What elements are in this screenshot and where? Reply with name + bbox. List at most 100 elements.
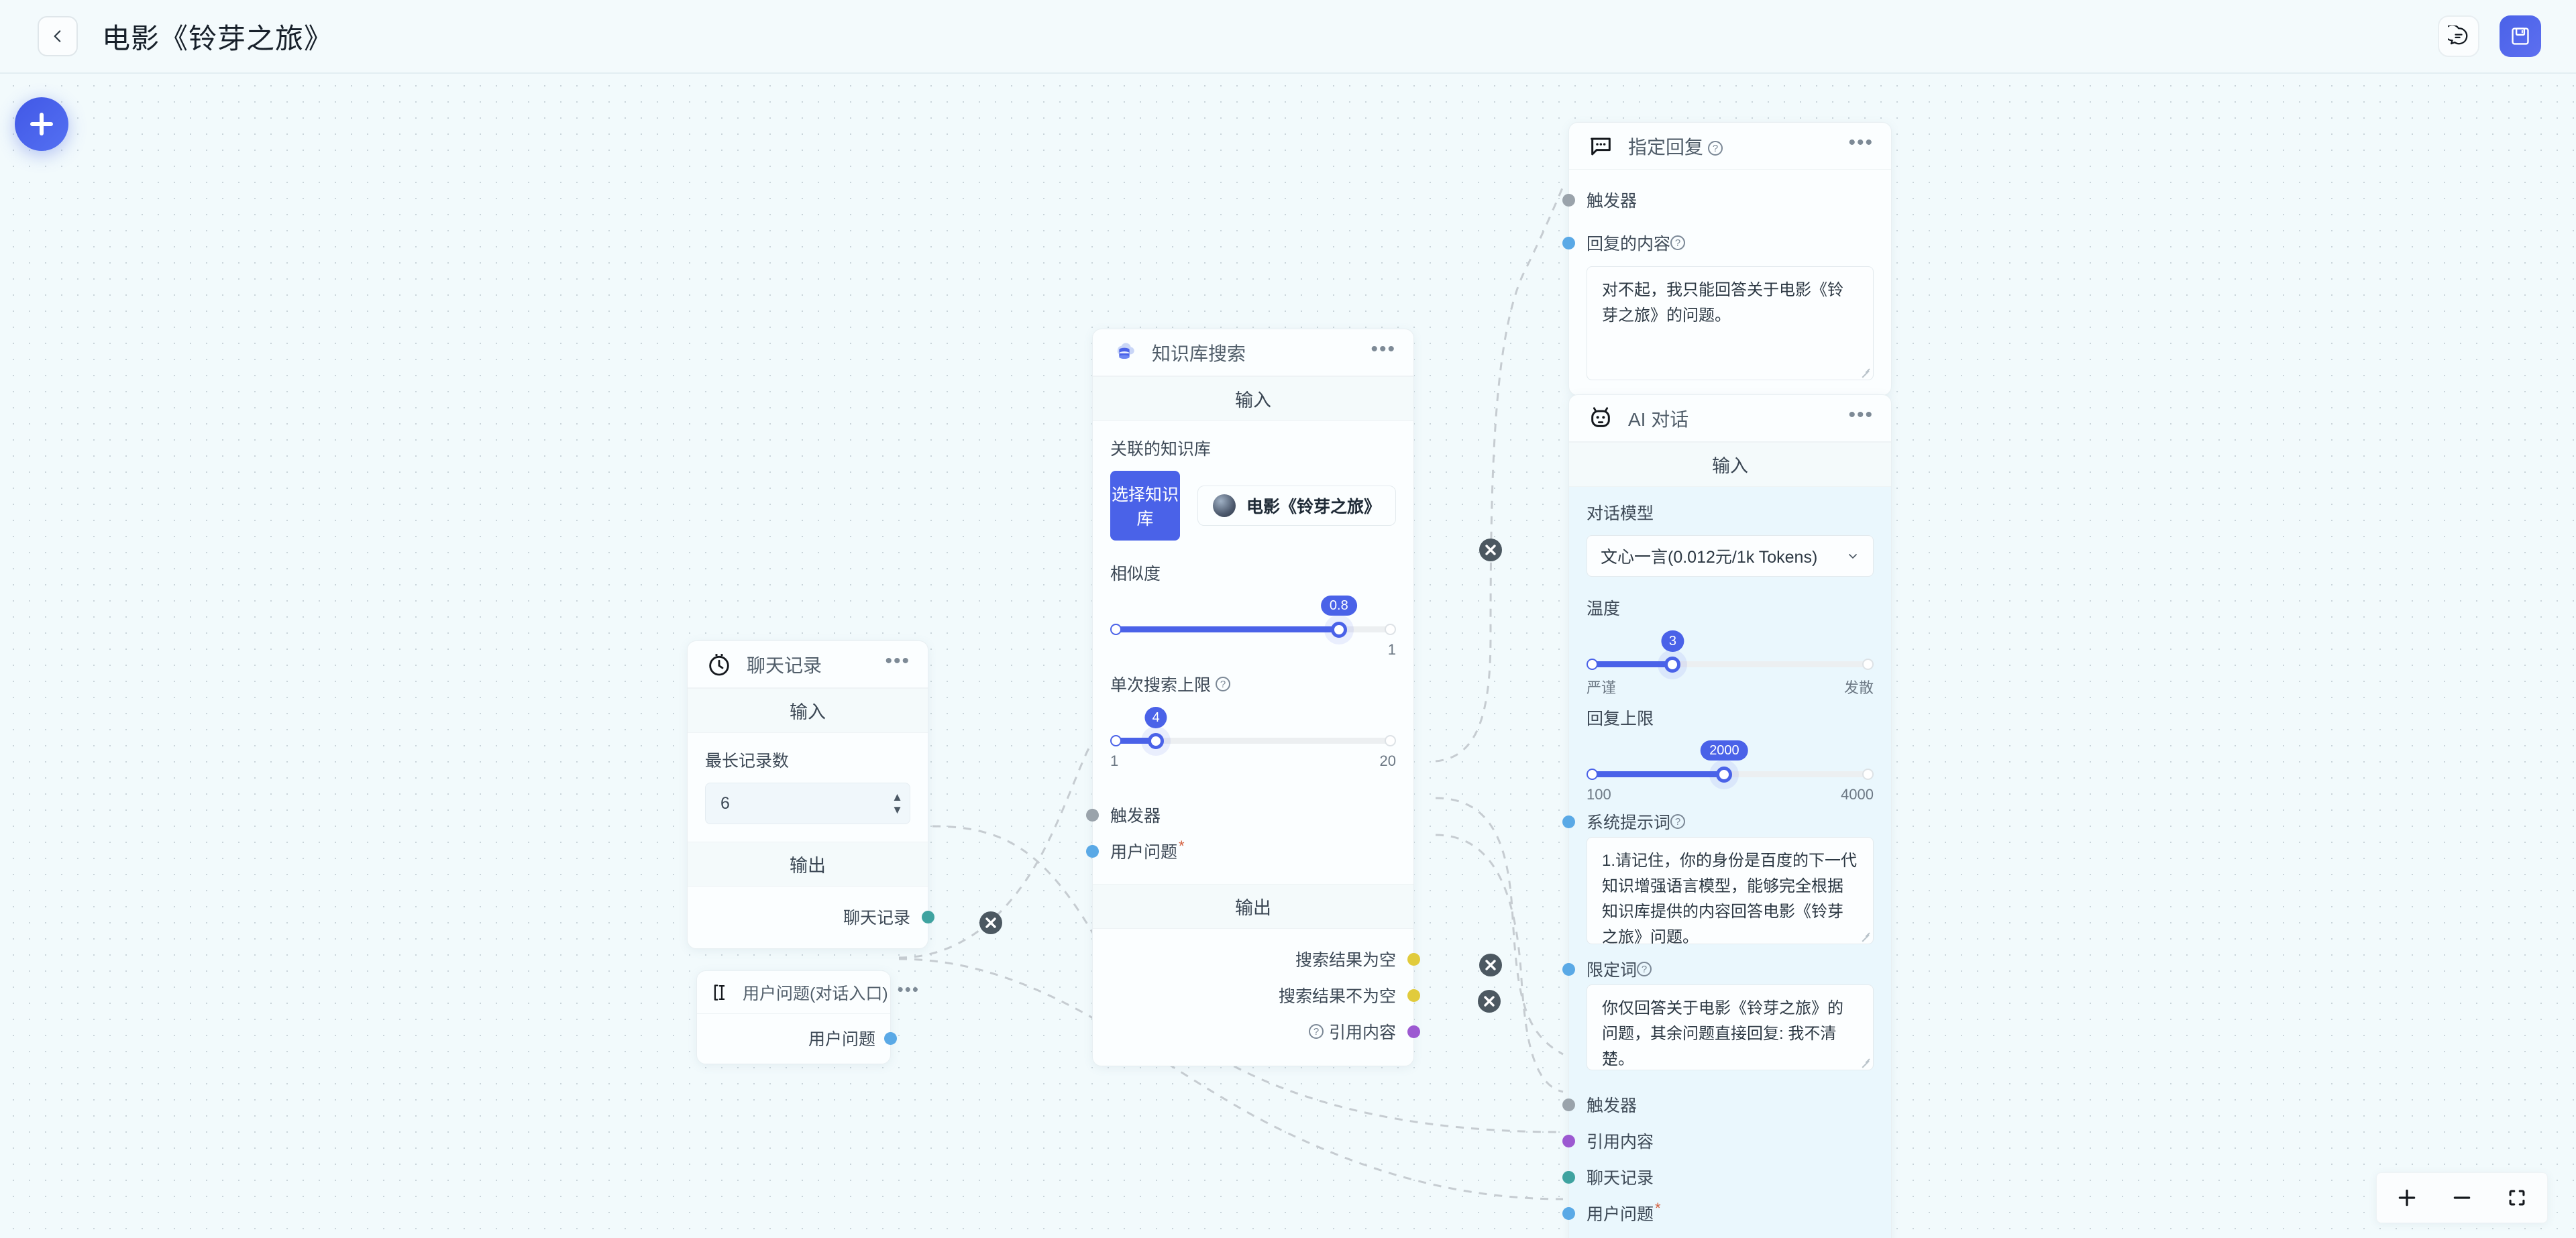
qualifier-textarea[interactable]: 你仅回答关于电影《铃芽之旅》的问题，其余问题直接回复: 我不清楚。 bbox=[1587, 984, 1874, 1070]
kb-search-outputs: 搜索结果为空 搜索结果不为空 ? 引用内容 bbox=[1093, 929, 1420, 1066]
edge-delete-button[interactable] bbox=[979, 911, 1002, 934]
reply-limit-slider[interactable]: 2000 100 4000 bbox=[1587, 740, 1874, 803]
port-handle[interactable] bbox=[1562, 962, 1575, 976]
port-handle[interactable] bbox=[1407, 989, 1420, 1002]
port-ai-chat-history[interactable]: 聊天记录 bbox=[1562, 1159, 1874, 1195]
stepper-down-icon[interactable]: ▼ bbox=[892, 803, 903, 816]
port-handle[interactable] bbox=[1407, 1025, 1420, 1038]
back-button[interactable] bbox=[38, 16, 78, 56]
reply-content-textarea[interactable]: 对不起，我只能回答关于电影《铃芽之旅》的问题。 bbox=[1587, 266, 1874, 380]
save-disk-icon bbox=[2512, 27, 2529, 45]
select-knowledge-base-button[interactable]: 选择知识库 bbox=[1110, 471, 1180, 541]
help-icon[interactable]: ? bbox=[1708, 141, 1723, 156]
port-handle[interactable] bbox=[1562, 1098, 1575, 1111]
node-menu-button[interactable]: ••• bbox=[1848, 131, 1874, 154]
similarity-slider[interactable]: 0.8 1 bbox=[1110, 596, 1396, 658]
node-ai-chat[interactable]: AI 对话 ••• 输入 对话模型 文心一言(0.012元/1k Tokens)… bbox=[1562, 394, 1892, 1238]
port-ai-qualifier[interactable]: 限定词? bbox=[1562, 954, 1874, 984]
port-reply-trigger[interactable]: 触发器 bbox=[1562, 182, 1874, 218]
port-label-text: 引用内容 bbox=[1328, 1023, 1396, 1042]
slider-thumb[interactable] bbox=[1148, 733, 1165, 749]
port-label-text: 系统提示词 bbox=[1587, 813, 1671, 832]
node-specified-reply[interactable]: 指定回复? ••• 触发器 回复的内容? 对不起，我只能回答关于电影《铃芽之旅》… bbox=[1562, 122, 1892, 396]
port-handle[interactable] bbox=[1562, 1134, 1575, 1147]
node-user-question[interactable]: 用户问题(对话入口) ••• 用户问题 bbox=[696, 970, 918, 1064]
port-ai-trigger[interactable]: 触发器 bbox=[1562, 1086, 1874, 1123]
flow-canvas[interactable]: 聊天记录 ••• 输入 最长记录数 6 ▲ ▼ 输出 聊天记录 bbox=[0, 74, 2576, 1238]
slider-thumb[interactable] bbox=[1330, 622, 1347, 638]
port-ai-user-question[interactable]: 用户问题* bbox=[1562, 1195, 1874, 1231]
help-icon[interactable]: ? bbox=[1670, 814, 1686, 829]
search-limit-slider[interactable]: 4 1 20 bbox=[1110, 707, 1396, 769]
port-kb-trigger[interactable]: 触发器 bbox=[1086, 797, 1396, 833]
port-handle[interactable] bbox=[884, 1031, 897, 1045]
port-kb-quote[interactable]: ? 引用内容 bbox=[1110, 1013, 1420, 1050]
zoom-out-button[interactable] bbox=[2449, 1185, 2475, 1211]
save-button[interactable] bbox=[2500, 15, 2541, 57]
node-header[interactable]: 指定回复? ••• bbox=[1569, 123, 1891, 170]
port-kb-not-empty[interactable]: 搜索结果不为空 bbox=[1110, 977, 1420, 1013]
slider-end-dot bbox=[1862, 659, 1874, 670]
node-menu-button[interactable]: ••• bbox=[1371, 337, 1396, 360]
database-cloud-icon bbox=[1110, 339, 1138, 367]
node-menu-button[interactable]: ••• bbox=[885, 649, 910, 672]
port-label: 用户问题 bbox=[808, 1030, 875, 1049]
port-label: 触发器 bbox=[1110, 807, 1161, 826]
edge-delete-button[interactable] bbox=[1479, 954, 1502, 976]
port-handle[interactable] bbox=[1562, 193, 1575, 207]
slider-thumb[interactable] bbox=[1664, 657, 1681, 673]
port-handle[interactable] bbox=[1086, 808, 1099, 822]
top-bar-actions bbox=[2438, 15, 2541, 57]
node-header[interactable]: 聊天记录 ••• bbox=[688, 641, 928, 688]
node-menu-button[interactable]: ••• bbox=[1848, 403, 1874, 426]
port-user-question-out[interactable]: 用户问题 bbox=[712, 1023, 897, 1053]
system-prompt-textarea[interactable]: 1.请记住，你的身份是百度的下一代知识增强语言模型，能够完全根据知识库提供的内容… bbox=[1587, 837, 1874, 944]
comment-button[interactable] bbox=[2438, 15, 2479, 57]
stepper-up-icon[interactable]: ▲ bbox=[892, 791, 903, 803]
help-icon[interactable]: ? bbox=[1670, 235, 1686, 250]
temperature-slider[interactable]: 3 严谨 发散 bbox=[1587, 630, 1874, 696]
port-ai-quote[interactable]: 引用内容 bbox=[1562, 1123, 1874, 1159]
fit-screen-icon bbox=[2509, 1190, 2525, 1206]
node-header[interactable]: 知识库搜索 ••• bbox=[1093, 329, 1413, 376]
port-label: 触发器 bbox=[1587, 192, 1638, 211]
help-icon[interactable]: ? bbox=[1637, 962, 1652, 976]
help-icon[interactable]: ? bbox=[1216, 677, 1231, 691]
port-handle[interactable] bbox=[1086, 844, 1099, 858]
slider-range: 严谨 发散 bbox=[1587, 676, 1874, 697]
output-section-label: 输出 bbox=[688, 842, 928, 887]
node-menu-button[interactable]: ••• bbox=[897, 978, 920, 999]
zoom-toolbar[interactable] bbox=[2376, 1172, 2548, 1223]
port-kb-empty[interactable]: 搜索结果为空 bbox=[1110, 941, 1420, 977]
port-kb-user-question[interactable]: 用户问题* bbox=[1086, 833, 1396, 869]
node-header[interactable]: AI 对话 ••• bbox=[1569, 395, 1891, 442]
fit-view-button[interactable] bbox=[2504, 1185, 2530, 1211]
knowledge-base-chip[interactable]: 电影《铃芽之旅》 bbox=[1197, 486, 1396, 526]
slider-start-dot bbox=[1587, 769, 1598, 780]
port-handle[interactable] bbox=[1562, 1206, 1575, 1220]
port-reply-content[interactable]: 回复的内容? bbox=[1562, 225, 1874, 261]
port-handle[interactable] bbox=[1562, 815, 1575, 828]
help-icon[interactable]: ? bbox=[1308, 1024, 1324, 1039]
add-node-button[interactable] bbox=[15, 97, 68, 151]
temperature-max: 发散 bbox=[1843, 679, 1874, 696]
port-label: 系统提示词? bbox=[1587, 809, 1690, 834]
node-header[interactable]: 用户问题(对话入口) ••• bbox=[697, 971, 918, 1014]
port-handle[interactable] bbox=[1562, 1170, 1575, 1184]
edge-delete-button[interactable] bbox=[1478, 990, 1501, 1013]
port-chat-history-out[interactable]: 聊天记录 bbox=[705, 899, 934, 935]
search-limit-min: 1 bbox=[1110, 752, 1119, 769]
max-records-label: 最长记录数 bbox=[705, 752, 790, 771]
node-kb-search[interactable]: 知识库搜索 ••• 输入 关联的知识库 选择知识库 电影《铃芽之旅》 相似度 0… bbox=[1086, 329, 1420, 1066]
port-ai-system-prompt[interactable]: 系统提示词? bbox=[1562, 806, 1874, 837]
stepper-arrows[interactable]: ▲ ▼ bbox=[892, 791, 903, 816]
port-handle[interactable] bbox=[1407, 952, 1420, 966]
port-handle[interactable] bbox=[922, 910, 934, 923]
edge-delete-button[interactable] bbox=[1479, 539, 1502, 561]
port-handle[interactable] bbox=[1562, 236, 1575, 249]
max-records-stepper[interactable]: 6 ▲ ▼ bbox=[705, 783, 910, 824]
model-select[interactable]: 文心一言(0.012元/1k Tokens) bbox=[1587, 535, 1874, 577]
node-chat-history[interactable]: 聊天记录 ••• 输入 最长记录数 6 ▲ ▼ 输出 聊天记录 bbox=[687, 640, 934, 949]
slider-thumb[interactable] bbox=[1716, 767, 1733, 783]
zoom-in-button[interactable] bbox=[2394, 1185, 2420, 1211]
